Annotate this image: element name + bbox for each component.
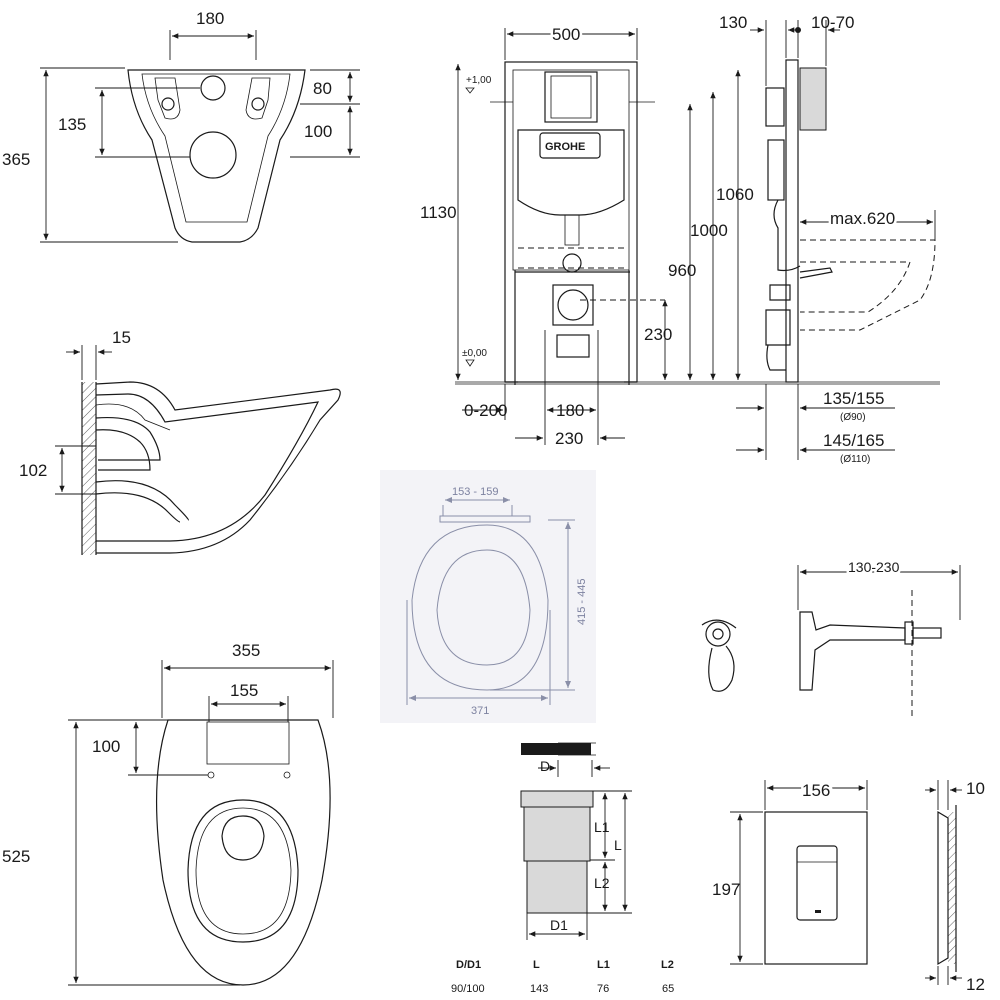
level-zero: ±0,00	[462, 348, 487, 359]
table-header-l1: L1	[597, 959, 610, 971]
dim-371: 371	[471, 705, 489, 717]
dim-145-165: 145/165	[823, 431, 884, 450]
dim-15: 15	[112, 328, 131, 347]
dim-135: 135	[58, 115, 86, 134]
dim-L: L	[614, 837, 622, 853]
dim-d110: (Ø110)	[840, 454, 870, 465]
table-header-d: D/D1	[456, 959, 481, 971]
dim-365: 365	[2, 150, 30, 169]
dim-10: 10	[966, 779, 985, 798]
frame-side-view: 130 10-70 max.620 135/155 (Ø90) 145/165 …	[719, 13, 936, 465]
dim-L2: L2	[594, 875, 610, 891]
dim-12: 12	[966, 975, 985, 994]
seat-panel: 153 - 159 415 - 445 371	[380, 470, 596, 723]
connector-view: D L1 L L2 D1 D/D1 L L1 L2 90/100 143 76 …	[451, 742, 674, 995]
table-cell-d: 90/100	[451, 983, 485, 995]
dim-D1: D1	[550, 917, 568, 933]
flush-plate-view: 156 197 10 12	[712, 779, 985, 995]
dim-525: 525	[2, 847, 30, 866]
dim-500: 500	[552, 25, 580, 44]
flush-pipe-view: 130-230	[701, 557, 961, 720]
dim-max620: max.620	[830, 209, 895, 228]
dim-0-200: 0-200	[464, 401, 507, 420]
dim-d90: (Ø90)	[840, 412, 866, 423]
dim-102: 102	[19, 461, 47, 480]
dim-130-230: 130-230	[848, 559, 900, 575]
brand-logo: GROHE	[545, 141, 585, 153]
dim-155: 155	[230, 681, 258, 700]
bowl-back-view: 180 80 100 135 365	[2, 9, 360, 243]
dim-135-155: 135/155	[823, 389, 884, 408]
dim-L1: L1	[594, 819, 610, 835]
dim-130: 130	[719, 13, 747, 32]
dim-100: 100	[304, 122, 332, 141]
dim-180: 180	[196, 9, 224, 28]
dim-355: 355	[232, 641, 260, 660]
frame-front-view: GROHE +1,00 ±0,00 500 1130	[420, 23, 940, 448]
table-cell-l: 143	[530, 983, 548, 995]
level-top: +1,00	[466, 75, 492, 86]
table-header-l: L	[533, 959, 540, 971]
dim-D: D	[540, 758, 550, 774]
bowl-side-section: 15 102	[19, 328, 341, 555]
dim-100b: 100	[92, 737, 120, 756]
dim-960: 960	[668, 261, 696, 280]
bowl-plan-view: 355 155 100 525	[2, 641, 334, 986]
dim-197: 197	[712, 880, 740, 899]
dim-153-159: 153 - 159	[452, 486, 498, 498]
dim-10-70: 10-70	[811, 13, 854, 32]
dim-180b: 180	[556, 401, 584, 420]
dim-415-445: 415 - 445	[576, 579, 588, 625]
dim-1000: 1000	[690, 221, 728, 240]
dim-230b: 230	[555, 429, 583, 448]
dim-156: 156	[802, 781, 830, 800]
table-header-l2: L2	[661, 959, 674, 971]
dim-80: 80	[313, 79, 332, 98]
dim-1060: 1060	[716, 185, 754, 204]
table-cell-l1: 76	[597, 983, 609, 995]
dim-1130: 1130	[420, 203, 457, 222]
dim-230: 230	[644, 325, 672, 344]
table-cell-l2: 65	[662, 983, 674, 995]
